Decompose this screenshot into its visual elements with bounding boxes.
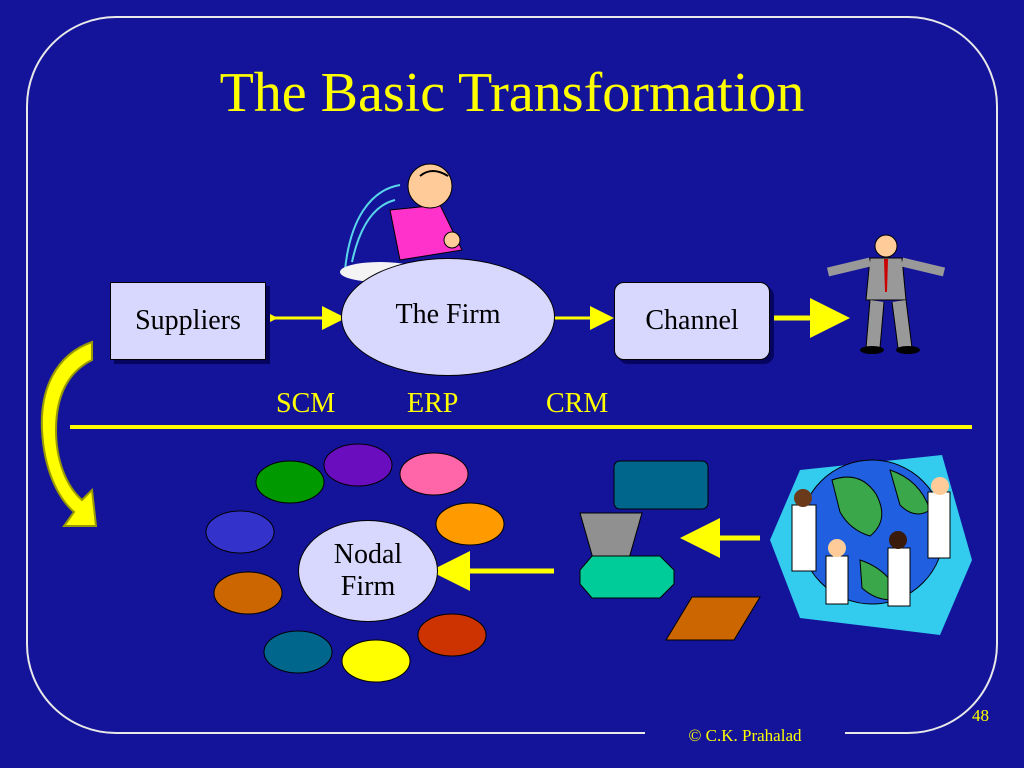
acronym-scm: SCM (276, 388, 336, 419)
acronym-erp: ERP (407, 388, 459, 419)
nodal-firm-label-line1: Nodal (333, 539, 403, 570)
nodal-firm-ellipse: Nodal Firm (298, 520, 438, 622)
partner-ellipse (435, 502, 505, 546)
partner-ellipse (417, 613, 487, 657)
customer-clipart (826, 234, 946, 354)
green-octagon (579, 555, 675, 599)
partner-ellipse (399, 452, 469, 496)
globe-clipart (770, 455, 972, 635)
the-firm-label: The Firm (395, 299, 501, 330)
nodal-firm-label-line2: Firm (340, 571, 396, 602)
the-firm-ellipse: The Firm (341, 258, 555, 376)
suppliers-label: Suppliers (135, 305, 241, 336)
partner-ellipse (205, 510, 275, 554)
process-shapes (579, 460, 761, 641)
slide-title: The Basic Transformation (219, 62, 805, 124)
teal-rectangle (613, 460, 709, 510)
copyright-footer: © C.K. Prahalad (645, 724, 845, 748)
partner-ellipse (255, 460, 325, 504)
slide-frame (26, 16, 998, 734)
acronym-crm: CRM (546, 388, 609, 419)
gray-trapezoid (579, 512, 643, 563)
channel-box: Channel (614, 282, 770, 360)
orange-parallelogram (665, 596, 761, 641)
curved-transition-arrow (40, 340, 98, 527)
partner-ellipse (341, 639, 411, 683)
page-number: 48 (972, 706, 989, 725)
partner-ellipse (213, 571, 283, 615)
suppliers-box: Suppliers (110, 282, 266, 360)
partner-ring (205, 443, 505, 683)
partner-ellipse (323, 443, 393, 487)
channel-label: Channel (645, 305, 739, 336)
partner-ellipse (263, 630, 333, 674)
